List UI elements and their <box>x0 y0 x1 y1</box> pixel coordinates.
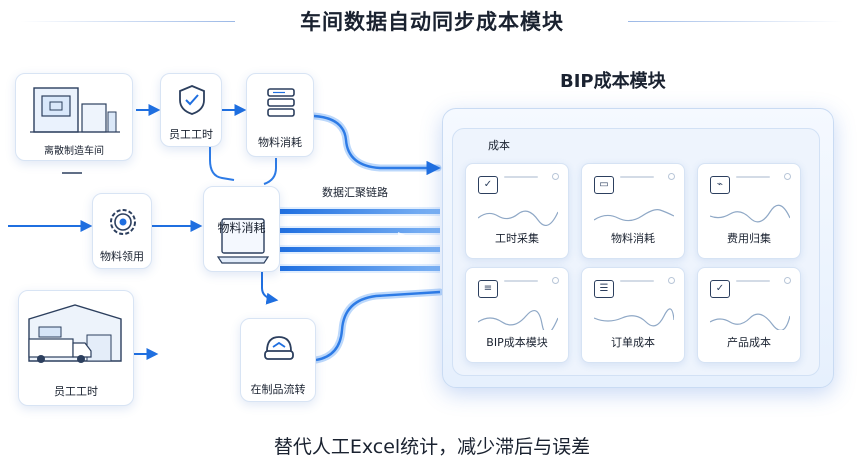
module-label-material: 物料消耗 <box>611 232 655 245</box>
flow-material-to-bip <box>310 112 442 172</box>
warehouse-truck-icon <box>28 304 122 363</box>
connector-hours-to-center <box>209 146 235 181</box>
wip-transfer-label: 在制品流转 <box>250 383 306 396</box>
material-pick-card[interactable]: 物料领用 <box>92 193 152 269</box>
workshop-label: 离散制造车间 <box>44 146 104 157</box>
module-card-expense[interactable]: ⌁ 费用归集 <box>697 163 801 259</box>
material-pick-label: 物料领用 <box>100 250 144 263</box>
module-label-bip: BIP成本模块 <box>486 336 548 349</box>
laptop-icon <box>216 218 270 264</box>
sparkline <box>594 308 674 327</box>
title-divider-left <box>20 21 235 22</box>
cost-section-label: 成本 <box>488 139 510 152</box>
module-label-product: 产品成本 <box>727 336 771 349</box>
staff-hours-card-top[interactable]: 员工工时 <box>160 73 222 147</box>
sparkline <box>710 313 790 330</box>
data-beams <box>280 207 440 273</box>
material-center-label: 物料消耗 <box>217 221 266 235</box>
factory-machine-icon <box>30 87 120 133</box>
module-card-material[interactable]: ▭ 物料消耗 <box>581 163 685 259</box>
connector-material-to-center <box>263 158 277 185</box>
footer-caption: 替代人工Excel统计，减少滞后与误差 <box>273 436 591 458</box>
document-icon: ≡ <box>478 280 498 298</box>
module-card-hours[interactable]: ✓ 工时采集 <box>465 163 569 259</box>
wip-transfer-card[interactable]: 在制品流转 <box>240 318 316 402</box>
module-label-hours: 工时采集 <box>495 232 539 245</box>
module-label-order: 订单成本 <box>611 336 655 349</box>
image-chart-icon: ⌁ <box>710 176 730 194</box>
handshake-icon <box>264 336 294 360</box>
shield-check-icon <box>179 85 205 115</box>
sparkline <box>594 209 674 222</box>
module-card-bip[interactable]: ≡ BIP成本模块 <box>465 267 569 363</box>
monitor-icon: ▭ <box>594 176 614 194</box>
connector-center-to-wip <box>261 272 279 305</box>
module-card-order[interactable]: ☰ 订单成本 <box>581 267 685 363</box>
gear-icon <box>110 209 136 235</box>
title-divider-right <box>628 21 843 22</box>
sparkline <box>478 309 558 330</box>
workshop-card[interactable]: 离散制造车间 <box>15 73 133 161</box>
staff-hours-label-bottom: 员工工时 <box>54 385 98 398</box>
module-card-product[interactable]: ✓ 产品成本 <box>697 267 801 363</box>
database-stack-icon <box>267 88 295 117</box>
material-center-card[interactable]: 物料消耗 <box>203 186 280 272</box>
list-box-icon: ☰ <box>594 280 614 298</box>
material-card-top[interactable]: 物料消耗 <box>246 73 314 157</box>
staff-hours-label-top: 员工工时 <box>169 128 213 141</box>
shield-check-icon: ✓ <box>710 280 730 298</box>
data-chain-label: 数据汇聚链路 <box>322 186 388 199</box>
module-label-expense: 费用归集 <box>727 232 771 245</box>
material-label-top: 物料消耗 <box>258 136 302 149</box>
page-title: 车间数据自动同步成本模块 <box>300 10 564 34</box>
sparkline <box>478 210 558 226</box>
clock-check-icon: ✓ <box>478 176 498 194</box>
bip-module-title: BIP成本模块 <box>560 71 666 92</box>
warehouse-card[interactable]: 员工工时 <box>18 290 134 406</box>
sparkline <box>710 204 790 223</box>
